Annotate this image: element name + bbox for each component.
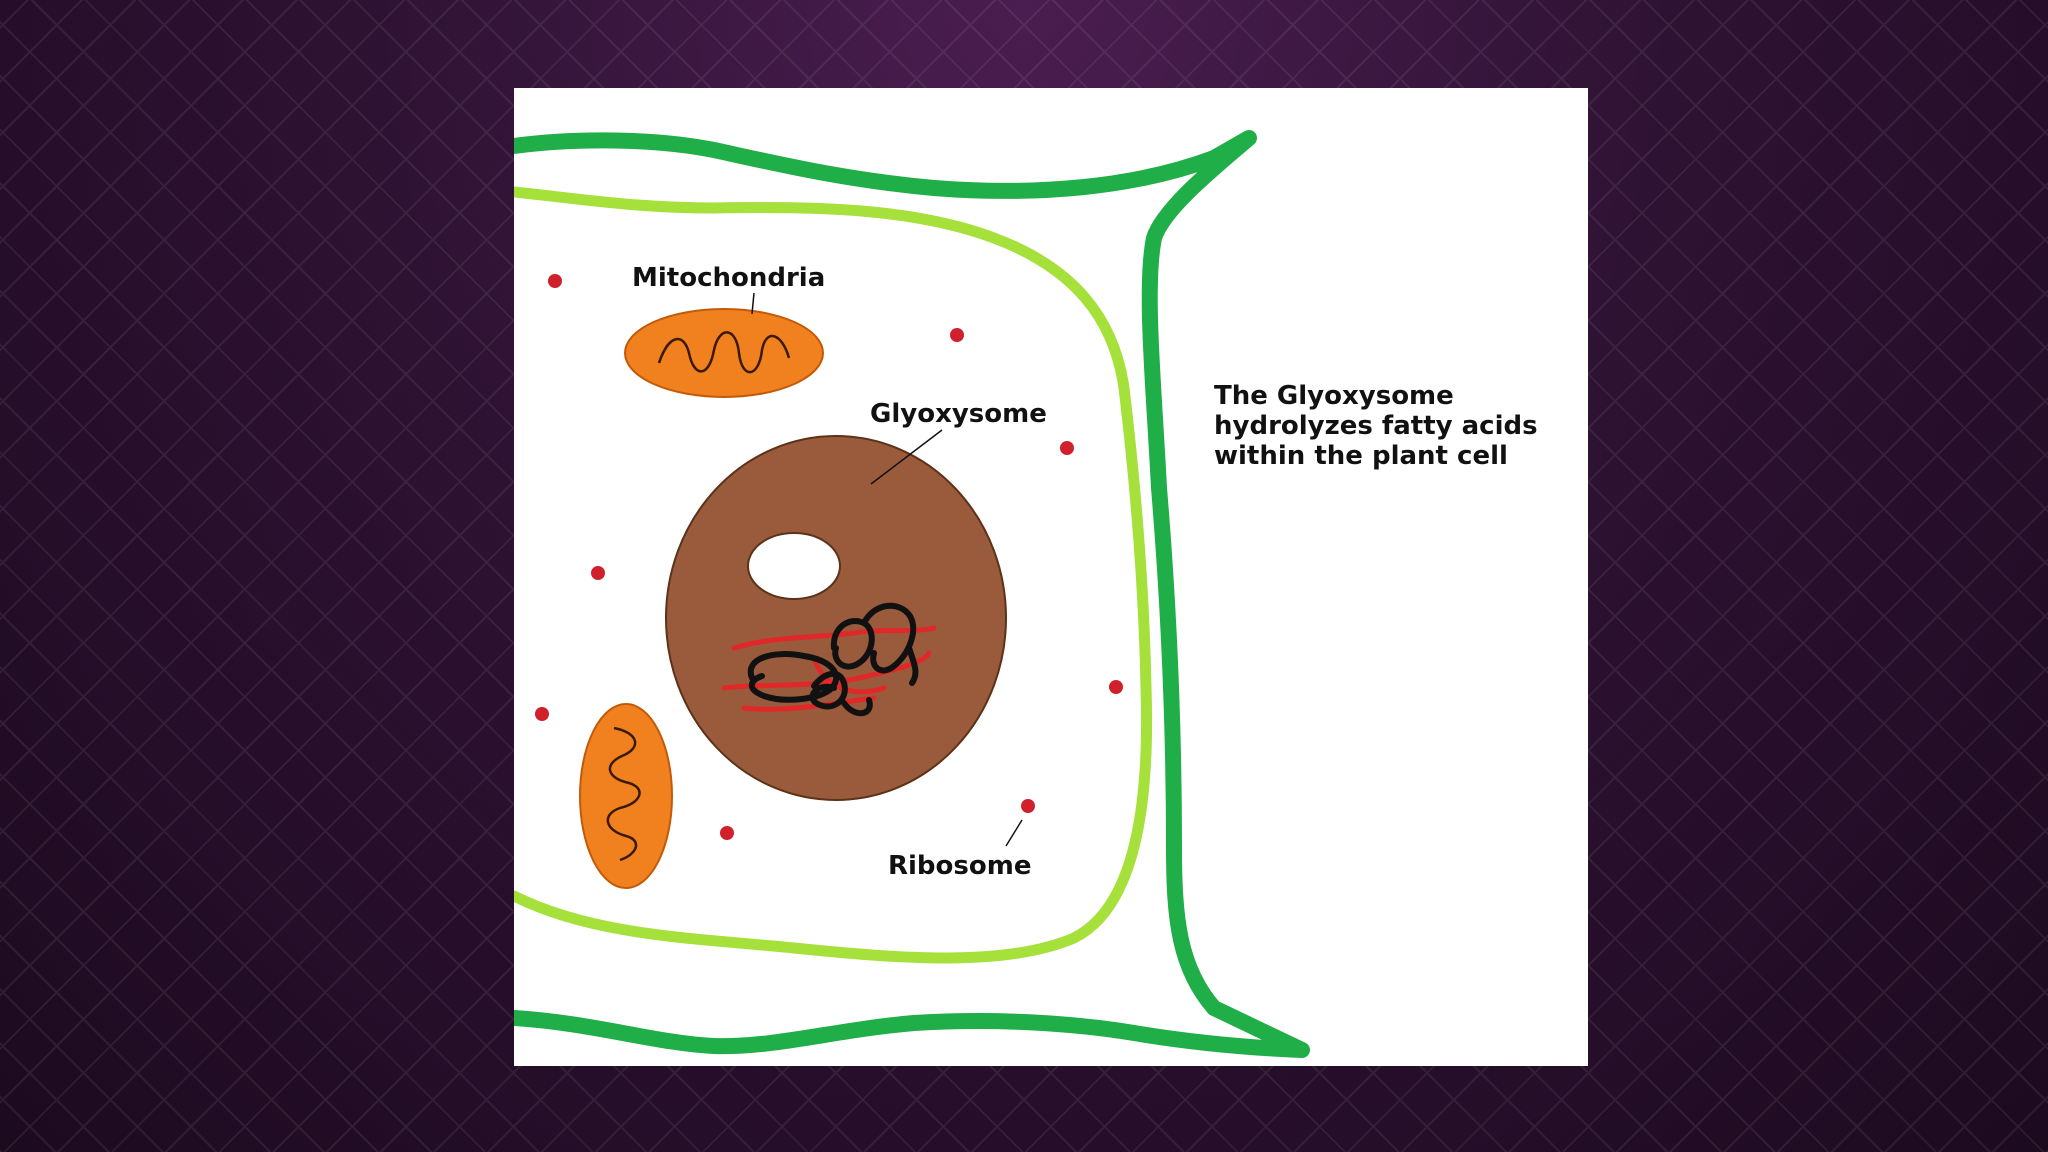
glyoxysome-leader-line — [870, 429, 943, 485]
mitochondria-label: Mitochondria — [632, 263, 825, 293]
ribosome-dot — [720, 826, 734, 840]
caption-line-2: hydrolyzes fatty acids — [1214, 411, 1538, 441]
caption-line-1: The Glyoxysome — [1214, 381, 1454, 411]
mitochondrion-bottom — [579, 703, 673, 889]
ribosome-dot — [591, 566, 605, 580]
cell-wall — [514, 130, 1310, 1058]
glyoxysome-organelle — [665, 435, 1007, 801]
ribosome-dot — [1109, 680, 1123, 694]
ribosome-leader-line — [1005, 819, 1023, 847]
ribosome-dot — [950, 328, 964, 342]
mitochondria-leader-line — [751, 292, 755, 315]
cell-membrane — [514, 186, 1153, 964]
caption-line-3: within the plant cell — [1214, 441, 1508, 471]
glyoxysome-label: Glyoxysome — [870, 399, 1047, 429]
cell-diagram-panel: Mitochondria Glyoxysome Ribosome The Gly… — [514, 88, 1588, 1066]
ribosome-label: Ribosome — [888, 851, 1031, 881]
ribosome-dot — [548, 274, 562, 288]
plant-cell-diagram: Mitochondria Glyoxysome Ribosome The Gly… — [514, 130, 1538, 1058]
ribosomes — [535, 274, 1123, 840]
ribosome-dot — [1060, 441, 1074, 455]
ribosome-dot — [1021, 799, 1035, 813]
mitochondrion-top — [624, 308, 824, 398]
ribosome-dot — [535, 707, 549, 721]
